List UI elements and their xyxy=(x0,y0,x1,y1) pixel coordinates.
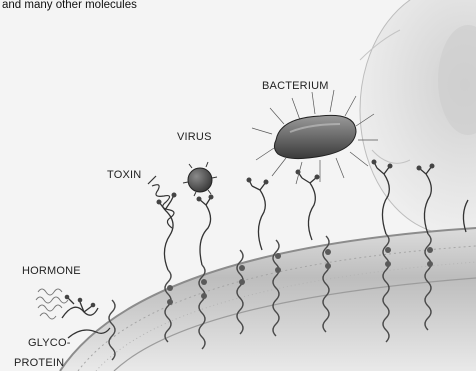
hormone-label: HORMONE xyxy=(22,265,81,277)
toxin-label: TOXIN xyxy=(107,169,141,181)
large-cell xyxy=(360,0,476,235)
virus-illustration xyxy=(183,162,217,196)
bacterium-label: BACTERIUM xyxy=(262,80,329,92)
glycoprotein-label-line2: PROTEIN xyxy=(14,357,64,369)
caption-text: and many other molecules xyxy=(2,0,137,11)
virus-label: VIRUS xyxy=(177,131,212,143)
cell-membrane xyxy=(60,228,476,371)
glycoprotein-label-line1: GLYCO- xyxy=(28,337,71,349)
hormone-illustration xyxy=(36,289,98,319)
bacterium-illustration xyxy=(252,90,378,184)
